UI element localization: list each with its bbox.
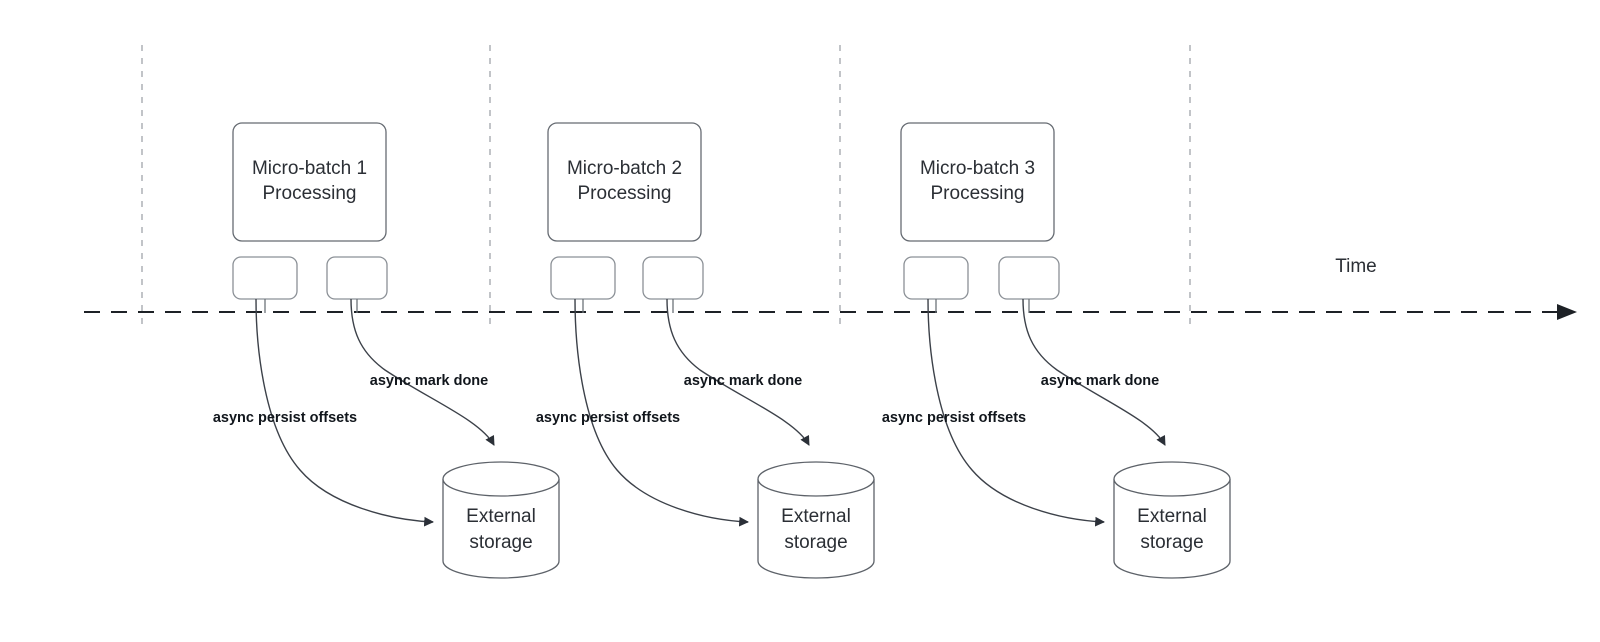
time-axis-arrowhead xyxy=(1557,304,1577,320)
edge-async-persist-offsets xyxy=(255,298,434,527)
micro-batch-box[interactable] xyxy=(547,122,702,242)
edge-label-async-mark-done: async mark done xyxy=(1041,373,1159,389)
external-storage-cylinder-top xyxy=(757,478,875,497)
edge-label-async-mark-done: async mark done xyxy=(684,373,802,389)
micro-batch-box-title: Micro-batch 1 xyxy=(252,158,367,179)
edge-async-persist-offsets xyxy=(574,298,749,527)
micro-batch-box-subtitle: Processing xyxy=(263,183,357,204)
external-storage-label-line2: storage xyxy=(1140,532,1203,553)
micro-batch-box-title: Micro-batch 2 xyxy=(567,158,682,179)
external-storage-cylinder-top xyxy=(442,478,560,497)
micro-batch-box-title: Micro-batch 3 xyxy=(920,158,1035,179)
micro-batch-box-subtitle: Processing xyxy=(578,183,672,204)
mini-task-box-persist-task[interactable] xyxy=(550,256,616,300)
edge-async-mark-done xyxy=(350,298,495,446)
external-storage-label-line2: storage xyxy=(784,532,847,553)
edge-label-async-persist-offsets: async persist offsets xyxy=(536,410,680,426)
edge-label-async-mark-done: async mark done xyxy=(370,373,488,389)
mini-task-box-persist-task[interactable] xyxy=(232,256,298,300)
micro-batch-box[interactable] xyxy=(232,122,387,242)
tick-line-group xyxy=(141,45,1191,326)
edge-label-async-persist-offsets: async persist offsets xyxy=(882,410,1026,426)
mini-task-box-persist-task[interactable] xyxy=(903,256,969,300)
time-axis-label: Time xyxy=(1335,256,1377,277)
external-storage-label-line1: External xyxy=(466,506,536,527)
time-axis-group: Time xyxy=(84,256,1577,320)
external-storage-label-line2: storage xyxy=(469,532,532,553)
micro-batch-box-subtitle: Processing xyxy=(931,183,1025,204)
mini-task-box-mark-done-task[interactable] xyxy=(998,256,1060,300)
external-storage-label-line1: External xyxy=(781,506,851,527)
edge-async-persist-offsets xyxy=(927,298,1105,527)
external-storage-cylinder-top xyxy=(1113,478,1231,497)
external-storage-label-line1: External xyxy=(1137,506,1207,527)
edge-label-async-persist-offsets: async persist offsets xyxy=(213,410,357,426)
edge-async-mark-done xyxy=(666,298,810,446)
mini-task-box-mark-done-task[interactable] xyxy=(326,256,388,300)
micro-batch-box[interactable] xyxy=(900,122,1055,242)
edge-async-mark-done xyxy=(1022,298,1166,446)
mini-task-box-mark-done-task[interactable] xyxy=(642,256,704,300)
